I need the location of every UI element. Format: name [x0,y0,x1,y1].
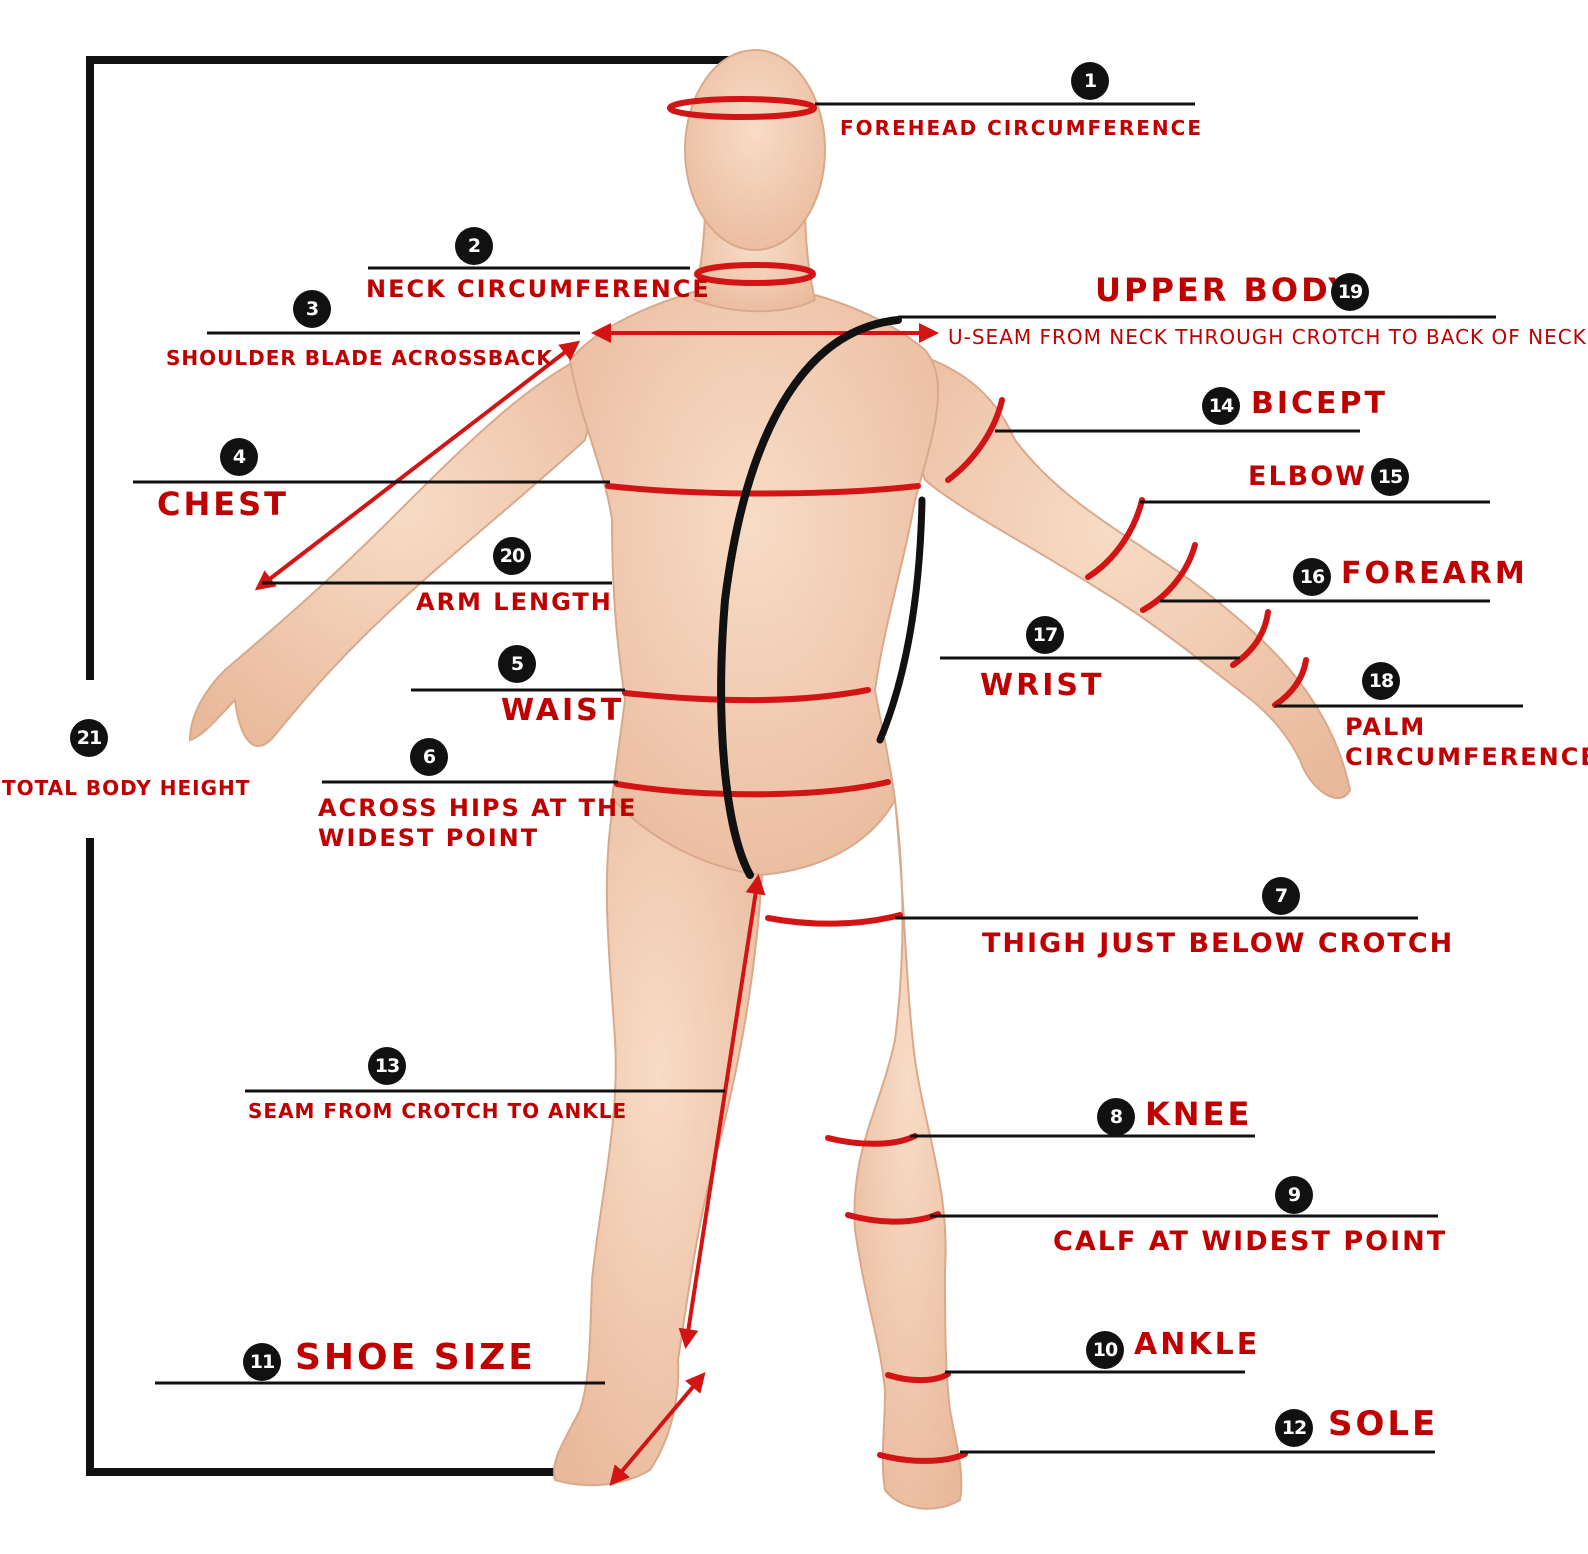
ring-elbow [1085,497,1145,580]
label-forearm: FOREARM [1341,556,1528,591]
ring-palm [1272,657,1309,708]
label-shoulder-blade-acrossback: SHOULDER BLADE ACROSSBACK [166,346,553,370]
badge-7: 7 [1262,877,1300,915]
ring-forehead [667,96,817,120]
head [684,49,826,251]
badge-19: 19 [1331,273,1369,311]
ring-bicep [945,397,1005,483]
label-ankle: ANKLE [1134,1327,1261,1362]
label-seam-crotch-to-ankle: SEAM FROM CROTCH TO ANKLE [248,1099,628,1123]
arrow-shoe-size [609,1371,706,1487]
ring-neck [694,262,816,286]
label-sole: SOLE [1328,1404,1439,1444]
label-u-seam: U-SEAM FROM NECK THROUGH CROTCH TO BACK … [948,325,1587,349]
label-chest: CHEST [157,485,289,523]
u-seam-back [876,496,926,744]
label-upper-body: UPPER BODY [1095,271,1355,309]
measurement-rings [605,96,1309,1464]
leader-lines [133,102,1523,1454]
label-elbow: ELBOW [1248,461,1367,492]
badge-12: 12 [1275,1409,1313,1447]
ring-knee [825,1133,918,1147]
badge-5: 5 [498,645,536,683]
badge-20: 20 [493,537,531,575]
label-neck-circumference: NECK CIRCUMFERENCE [366,275,711,303]
u-seam-curve [717,316,902,879]
ring-thigh [765,912,903,927]
badge-1: 1 [1071,62,1109,100]
ring-chest [605,483,921,497]
badge-8: 8 [1097,1098,1135,1136]
label-arm-length: ARM LENGTH [416,588,613,616]
badge-18: 18 [1362,662,1400,700]
badge-3: 3 [293,290,331,328]
label-shoe-size: SHOE SIZE [295,1337,536,1378]
badge-11: 11 [243,1343,281,1381]
label-wrist: WRIST [980,668,1105,703]
label-thigh: THIGH JUST BELOW CROTCH [982,928,1455,959]
label-bicept: BICEPT [1251,386,1388,421]
arrow-arm-length [254,340,581,591]
ring-sole [877,1451,968,1464]
badge-10: 10 [1086,1331,1124,1369]
badge-9: 9 [1275,1176,1313,1214]
label-palm-circumference: PALM CIRCUMFERENCE [1345,713,1588,771]
label-waist: WAIST [501,693,625,728]
badge-13: 13 [368,1047,406,1085]
label-forehead-circumference: FOREHEAD CIRCUMFERENCE [840,116,1203,140]
ring-ankle [885,1371,951,1384]
body-figure [188,49,1352,1510]
label-knee: KNEE [1145,1095,1253,1133]
ring-wrist [1230,609,1271,668]
badge-4: 4 [220,438,258,476]
badge-6: 6 [410,738,448,776]
badge-2: 2 [455,227,493,265]
badge-21: 21 [70,719,108,757]
right-leg [853,799,963,1510]
label-total-body-height: TOTAL BODY HEIGHT [2,776,251,800]
badge-16: 16 [1293,558,1331,596]
ring-forearm [1140,542,1198,613]
label-across-hips: ACROSS HIPS AT THE WIDEST POINT [318,794,638,852]
total-height-bracket-bottom [86,838,600,1476]
total-height-bracket-top [86,56,730,680]
badge-17: 17 [1026,616,1064,654]
ring-hips [614,779,891,798]
measurement-arrows [254,323,939,1487]
label-calf: CALF AT WIDEST POINT [1053,1226,1448,1257]
ring-waist [622,687,871,704]
arrow-inseam [678,874,766,1349]
left-arm [188,343,612,748]
badge-15: 15 [1371,458,1409,496]
badge-14: 14 [1202,387,1240,425]
right-arm [878,343,1352,800]
